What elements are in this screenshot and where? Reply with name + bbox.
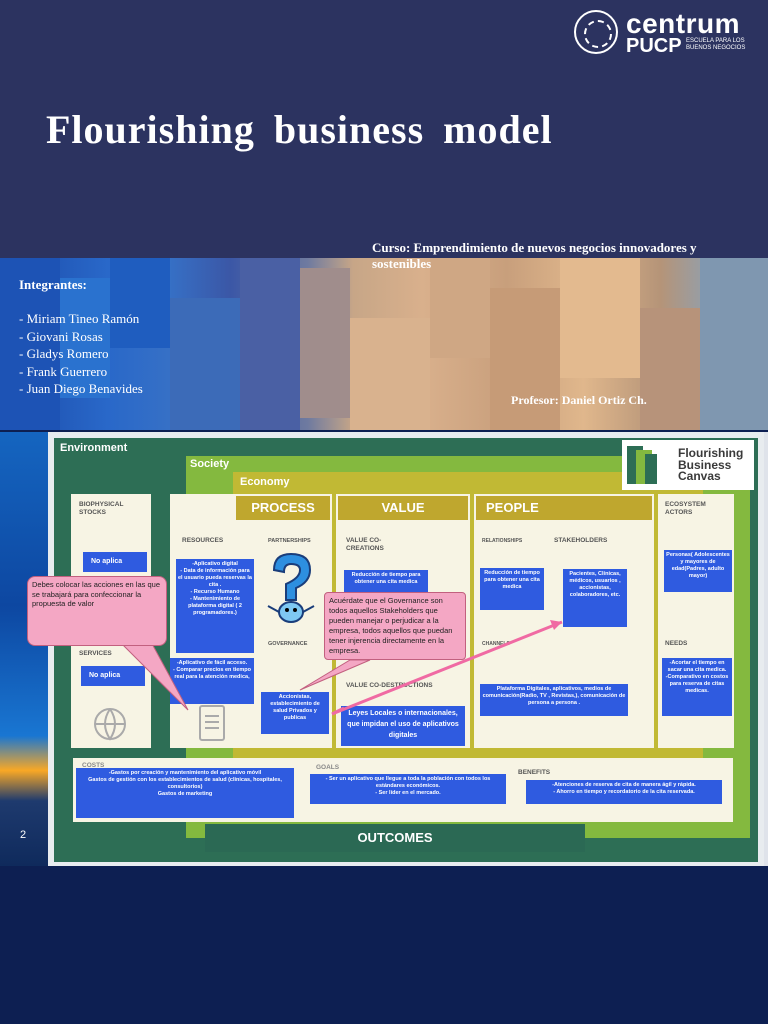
team-band	[0, 258, 768, 430]
governance-label: GOVERNANCE	[268, 641, 308, 647]
page-title: Flourishing business model	[46, 107, 553, 152]
process-header: PROCESS	[236, 496, 330, 520]
economy-label: Economy	[240, 476, 290, 488]
note-resources-2: -Aplicativo de fácil acceso. - Comparar …	[170, 658, 254, 704]
costs-label: COSTS	[82, 762, 105, 769]
society-label: Society	[190, 458, 230, 470]
team-member: - Miriam Tineo Ramón	[19, 311, 140, 326]
environment-label: Environment	[60, 442, 128, 454]
note-co-destructions: Leyes Locales o internacionales, que imp…	[341, 706, 465, 746]
question-mascot-icon	[267, 552, 315, 623]
left-decor-strip	[0, 432, 48, 866]
benefits-label: BENEFITS	[518, 769, 551, 776]
partnerships-label: PARTNERSHIPS	[268, 538, 311, 544]
note-needs: -Acortar el tiempo en sacar una cita med…	[662, 658, 732, 716]
note-stakeholders: Pacientes, Clínicas, médicos, usuarios ,…	[563, 569, 627, 627]
note-services: No aplica	[81, 666, 145, 686]
resources-label: RESOURCES	[182, 537, 224, 544]
note-governance: Accionistas, establecimiento de salud Pr…	[261, 692, 329, 734]
fbc-logo-text: Flourishing Business Canvas	[678, 446, 744, 483]
course-title: Curso: Emprendimiento de nuevos negocios…	[372, 240, 697, 271]
services-label: SERVICES	[79, 650, 112, 657]
needs-label: NEEDS	[665, 640, 688, 647]
value-header: VALUE	[338, 496, 468, 520]
note-resources: -Aplicativo digital - Data de informació…	[176, 559, 254, 653]
stakeholders-label: STAKEHOLDERS	[554, 537, 608, 544]
seal-icon	[574, 10, 618, 54]
footer-area	[0, 866, 768, 1024]
note-channels: Plataforma Digitales, aplicativos, medio…	[480, 684, 628, 716]
page-number: 2	[20, 829, 27, 841]
goals-label: GOALS	[316, 764, 340, 771]
professor-name: Profesor: Daniel Ortiz Ch.	[511, 393, 647, 407]
logo-brand-line1: centrum	[626, 8, 740, 39]
co-destructions-label: VALUE CO-DESTRUCTIONS	[346, 682, 433, 689]
team-member-list: - Miriam Tineo Ramón - Giovani Rosas - G…	[19, 310, 143, 398]
co-creations-label: VALUE CO-CREATIONS	[346, 537, 384, 552]
callout-governance: Acuérdate que el Governance son todos aq…	[324, 592, 466, 660]
outcomes-header: OUTCOMES	[205, 824, 585, 852]
note-benefits: -Atenciones de reserva de cita de manera…	[526, 780, 722, 804]
people-header: PEOPLE	[476, 496, 652, 520]
fbc-logo: Flourishing Business Canvas	[622, 440, 754, 490]
team-member: - Gladys Romero	[19, 346, 109, 361]
channels-label: CHANNELS	[482, 641, 510, 647]
logo-tagline: ESCUELA PARA LOS BUENOS NEGOCIOS	[686, 38, 746, 51]
document-icon	[199, 705, 225, 741]
note-biophysical: No aplica	[83, 552, 147, 572]
team-member: - Frank Guerrero	[19, 363, 108, 379]
right-decor-strip	[764, 432, 768, 866]
note-costs: -Gastos por creación y mantenimiento del…	[76, 768, 294, 818]
header-area	[0, 0, 768, 258]
note-relationships: Reducción de tiempo para obtener una cit…	[480, 568, 544, 610]
callout-left: Debes colocar las acciones en las que se…	[27, 576, 167, 646]
note-goals: - Ser un aplicativo que llegue a toda la…	[310, 774, 506, 804]
biophysical-label: BIOPHYSICAL STOCKS	[79, 501, 124, 516]
team-heading: Integrantes:	[19, 277, 87, 292]
note-co-creations: Reducción de tiempo para obtener una cit…	[344, 570, 428, 594]
team-member: - Giovani Rosas	[19, 328, 103, 344]
centrum-logo: centrum PUCP ESCUELA PARA LOS BUENOS NEG…	[574, 8, 760, 60]
ecosystem-label: ECOSYSTEM ACTORS	[665, 501, 706, 516]
globe-icon	[94, 708, 126, 741]
relationships-label: RELATIONSHIPS	[482, 538, 523, 544]
note-ecosystem: Personas( Adolescentes y mayores de edad…	[664, 550, 732, 592]
team-member: - Juan Diego Benavides	[19, 381, 143, 396]
logo-brand-line2: PUCP	[626, 35, 682, 57]
